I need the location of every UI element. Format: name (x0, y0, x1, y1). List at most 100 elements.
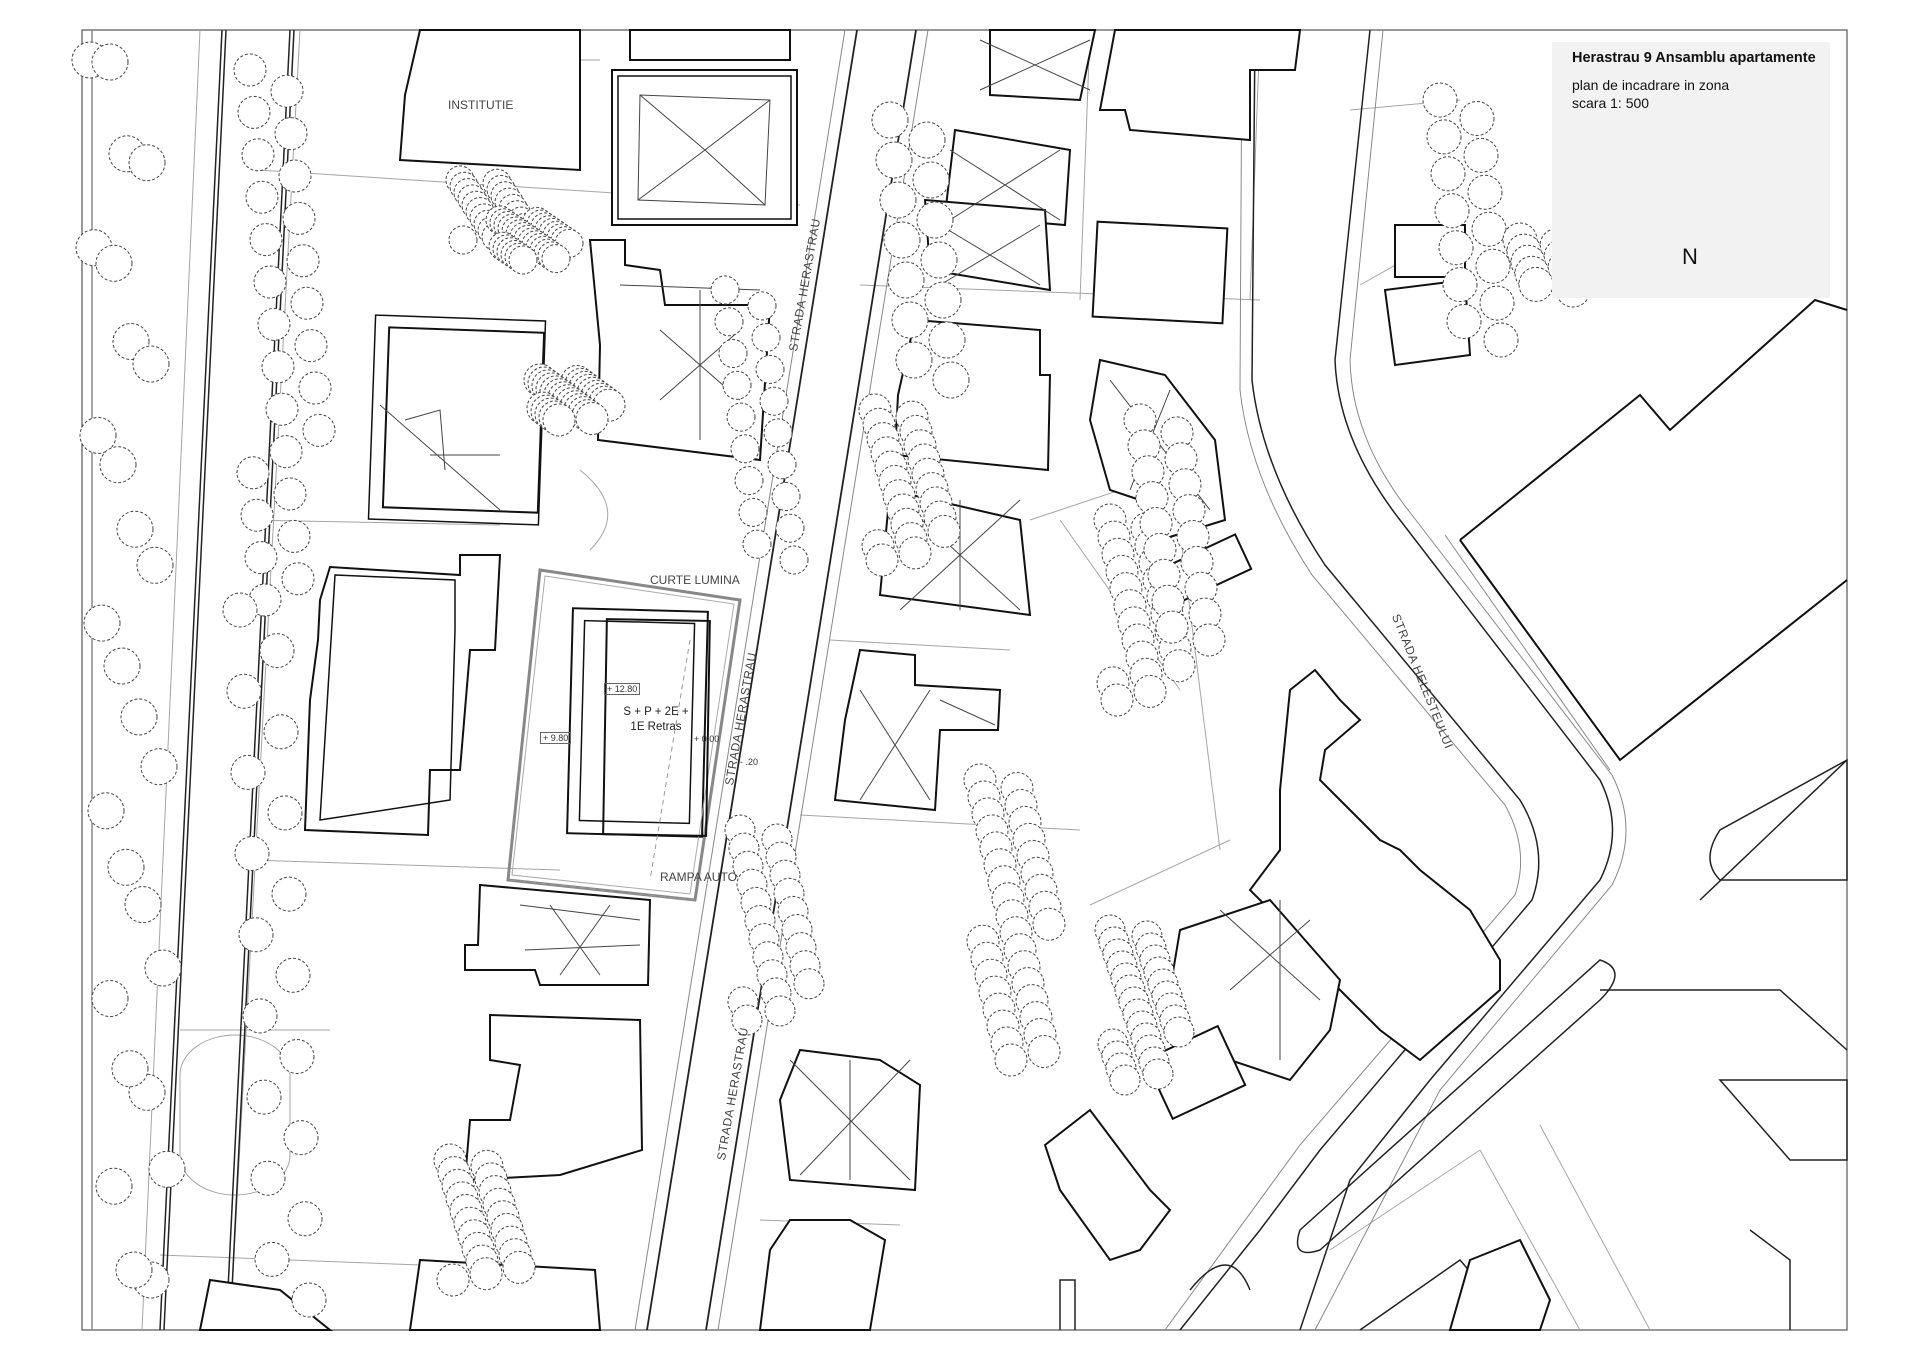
tree-symbol (710, 275, 740, 305)
drawing-title: Herastrau 9 Ansamblu apartamente (1572, 50, 1816, 66)
tree-symbol (79, 416, 117, 454)
tree-symbol (132, 345, 170, 383)
tree-symbol (148, 1150, 186, 1188)
tree-symbol (714, 307, 744, 337)
tree-symbol (83, 604, 121, 642)
tree-symbol (1155, 610, 1189, 644)
tree-symbol (244, 541, 278, 575)
tree-symbol (1131, 455, 1165, 489)
tree-symbol (502, 1250, 536, 1284)
tree-symbol (283, 1120, 319, 1156)
tree-symbol (775, 513, 805, 543)
tree-symbol (764, 995, 796, 1027)
tree-symbol (99, 446, 137, 484)
tree-symbol (1434, 193, 1470, 229)
tree-symbol (271, 876, 307, 912)
tree-symbol (91, 980, 129, 1017)
tree-symbol (236, 456, 270, 490)
tree-symbol (1168, 468, 1202, 502)
tree-symbol (1180, 545, 1214, 579)
tree-symbol (1483, 322, 1519, 358)
tree-symbol (253, 265, 287, 299)
tree-symbol (1471, 211, 1507, 247)
tree-symbol (286, 244, 320, 278)
tree-symbol (279, 1039, 315, 1074)
tree-symbol (865, 543, 899, 577)
tree-symbol (1426, 119, 1462, 155)
tree-symbol (771, 482, 801, 511)
tree-symbol (95, 1167, 133, 1205)
tree-symbol (871, 101, 909, 139)
tree-symbol (747, 291, 777, 321)
tree-symbol (226, 673, 262, 709)
tree-symbol (994, 1043, 1028, 1077)
tree-symbol (242, 998, 278, 1034)
tree-symbol (282, 201, 316, 235)
tree-symbol (1143, 532, 1177, 566)
tree-symbol (751, 323, 781, 353)
tree-symbol (1442, 267, 1478, 303)
tree-symbol (1142, 1058, 1174, 1090)
tree-symbol (1463, 137, 1499, 173)
tree-symbol (508, 245, 538, 275)
tree-symbol (248, 583, 282, 617)
tree-symbol (883, 221, 921, 259)
tree-symbol (1422, 82, 1458, 118)
tree-symbol (274, 117, 308, 151)
tree-symbol (734, 466, 764, 496)
tree-symbol (779, 545, 809, 575)
tree-symbol (1100, 683, 1134, 717)
tree-symbol (222, 592, 258, 628)
tree-symbol (241, 138, 275, 172)
tree-symbol (1479, 285, 1515, 321)
tree-symbol (1163, 1016, 1195, 1048)
tree-symbol (281, 562, 315, 596)
tree-symbol (916, 201, 954, 239)
tree-symbol (1160, 416, 1194, 450)
elevation-top: + 12.80 (604, 683, 641, 695)
tree-symbol (246, 1079, 282, 1115)
tree-symbol (448, 225, 478, 255)
circular-trees (71, 41, 1591, 1318)
tree-symbol (898, 536, 932, 570)
tree-symbol (140, 748, 178, 786)
tree-symbol (879, 181, 917, 219)
tree-symbol (144, 949, 182, 987)
tree-symbol (895, 341, 933, 379)
tree-symbol (1109, 1064, 1141, 1096)
tree-symbol (136, 546, 174, 584)
tree-symbol (542, 403, 576, 437)
tree-symbol (257, 307, 291, 341)
tree-symbol (277, 519, 311, 553)
tree-symbol (1123, 403, 1157, 437)
tree-symbol (908, 121, 946, 159)
tree-symbol (270, 74, 304, 108)
tree-symbol (920, 241, 958, 279)
tree-symbol (230, 754, 266, 790)
tree-symbol (1135, 481, 1169, 515)
tree-symbol (275, 957, 311, 993)
label-rampa-auto: RAMPA AUTO (660, 870, 737, 884)
tree-symbol (1172, 494, 1206, 528)
tree-symbol (1467, 174, 1503, 210)
tree-symbol (1127, 429, 1161, 463)
tree-symbol (730, 434, 760, 464)
tree-symbol (1438, 230, 1474, 266)
tree-symbol (267, 795, 303, 831)
tree-symbol (1162, 649, 1196, 683)
tree-symbol (250, 1160, 286, 1196)
tree-symbol (95, 244, 133, 282)
drawing-subtitle: plan de incadrare in zona (1572, 77, 1730, 93)
tree-symbol (1188, 597, 1222, 631)
tree-symbol (726, 402, 756, 432)
tree-symbol (1027, 1035, 1061, 1068)
tree-symbol (278, 159, 312, 193)
project-levels: S + P + 2E + 1E Retras (606, 705, 706, 735)
project-levels-line1: S + P + 2E + (623, 706, 689, 718)
tree-symbol (1430, 156, 1466, 192)
title-block: Herastrau 9 Ansamblu apartamente plan de… (1552, 42, 1830, 298)
tree-symbol (759, 386, 789, 416)
tree-symbol (541, 244, 571, 274)
label-institutie: INSTITUTIE (448, 98, 514, 112)
project-site (506, 568, 742, 902)
